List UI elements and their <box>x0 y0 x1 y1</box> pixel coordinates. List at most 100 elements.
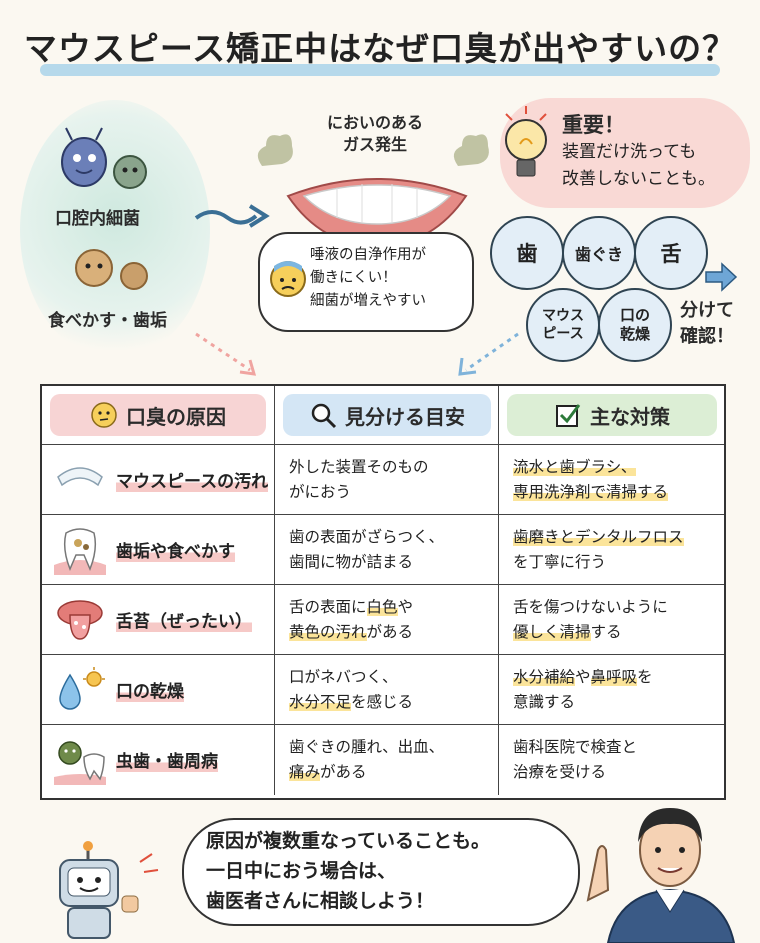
tongue-icon <box>57 600 103 640</box>
cell-text-segment: 舌の表面に <box>289 598 367 616</box>
cell-text-segment: や <box>575 668 591 686</box>
germ-tooth-icon <box>54 741 106 785</box>
fix-text: 歯磨きとデンタルフロスを丁寧に行う <box>513 525 684 575</box>
cell-text-segment: を <box>637 668 653 686</box>
bacteria-label: 口腔内細菌 <box>55 209 140 229</box>
cell-text-segment: する <box>590 623 622 641</box>
highlighted-text: 流水と歯ブラシ、 <box>513 458 637 476</box>
advice-line-3: 歯医者さんに相談しよう！ <box>206 890 435 912</box>
cell-line: 外した装置そのもの <box>289 455 429 480</box>
cause-label: 口の乾燥 <box>116 677 184 702</box>
cell-line: 優しく清掃する <box>513 620 668 645</box>
cause-label: マウスピースの汚れ <box>116 467 269 492</box>
cell-line: 歯科医院で検査と <box>513 735 637 760</box>
fix-text: 歯科医院で検査と治療を受ける <box>513 735 637 785</box>
cell-text-segment: や <box>397 598 414 616</box>
highlighted-text: 黄色の汚れ <box>289 623 367 641</box>
header-fix-label: 主な対策 <box>590 404 670 429</box>
advice-line-1: 原因が複数重なっていることも。 <box>206 830 491 852</box>
gas-label-2: ガス発生 <box>342 135 407 154</box>
table-row: 歯垢や食べかす 歯の表面がざらつく、歯間に物が詰まる 歯磨きとデンタルフロスを丁… <box>42 514 724 585</box>
left-blob <box>20 100 210 360</box>
saliva-line-1: 唾液の自浄作用が <box>310 247 426 263</box>
dotted-arrow-left <box>195 332 257 376</box>
cause-label: 舌苔（ぜったい） <box>116 607 252 632</box>
cell-line: 舌の表面に白色や <box>289 595 413 620</box>
check-circle-mouthpiece: マウス ピース <box>526 288 600 362</box>
advice-line-2: 一日中におう場合は、 <box>206 860 397 882</box>
cell-text-segment: を丁寧に行う <box>513 553 607 571</box>
checkbox-icon <box>556 404 581 427</box>
debris-label: 食べかす・歯垢 <box>48 311 167 331</box>
cell-line: 水分不足を感じる <box>289 690 413 715</box>
robot-icon <box>59 841 159 939</box>
table-row: マウスピースの汚れ 外した装置そのものがにおう 流水と歯ブラシ、専用洗浄剤で清掃… <box>42 444 724 515</box>
cell-line: 歯ぐきの腫れ、出血、 <box>289 735 444 760</box>
thinking-face-icon <box>91 402 117 428</box>
sign-text: 歯ぐきの腫れ、出血、痛みがある <box>289 735 444 785</box>
check-circle-dry-mouth: 口の 乾燥 <box>598 288 672 362</box>
cell-text-segment: 治療を受ける <box>513 763 607 781</box>
cell-text-segment: 外した装置そのもの <box>289 458 429 476</box>
highlighted-text: 専用洗浄剤で清掃する <box>513 483 669 501</box>
check-label-2: 確認！ <box>680 326 734 347</box>
cell-line: 意識する <box>513 690 653 715</box>
gas-label-1: においのある <box>326 113 423 132</box>
cell-line: 舌を傷つけないように <box>513 595 668 620</box>
cell-line: 治療を受ける <box>513 760 637 785</box>
fix-text: 水分補給や鼻呼吸を意識する <box>513 665 653 715</box>
cell-text-segment: を感じる <box>351 693 414 711</box>
cause-label: 虫歯・歯周病 <box>116 747 218 772</box>
sign-text: 舌の表面に白色や黄色の汚れがある <box>289 595 413 645</box>
highlighted-text: 優しく清掃 <box>513 623 591 641</box>
cell-text-segment: がある <box>366 623 414 641</box>
cause-table: 口臭の原因 見分ける目安 主な対策 マウスピースの汚れ 外した装置そのものがにお… <box>40 384 726 800</box>
arrow-right-icon-2 <box>705 262 738 292</box>
highlighted-text: 白色 <box>366 598 398 616</box>
header-sign: 見分ける目安 <box>274 386 499 444</box>
title-underline <box>40 64 720 76</box>
magnifier-icon <box>311 403 337 429</box>
warning-line-1: 装置だけ洗っても <box>562 142 697 162</box>
check-circle-tongue: 舌 <box>634 216 708 290</box>
tooth-icon <box>54 528 106 575</box>
header-sign-label: 見分ける目安 <box>345 404 465 429</box>
mouth-icon <box>286 178 468 248</box>
header-cause: 口臭の原因 <box>42 386 274 444</box>
highlighted-text: 鼻呼吸 <box>590 668 638 686</box>
cell-text-segment: 歯間に物が詰まる <box>289 553 414 571</box>
cell-text-segment: 歯ぐきの腫れ、出血、 <box>289 738 445 756</box>
cell-line: 流水と歯ブラシ、 <box>513 455 668 480</box>
highlighted-text: 歯磨きとデンタルフロス <box>513 528 684 546</box>
cell-text-segment: がにおう <box>289 483 352 501</box>
advice-bubble <box>182 818 580 926</box>
cell-text-segment: 意識する <box>513 693 576 711</box>
cell-line: を丁寧に行う <box>513 550 684 575</box>
check-circle-teeth: 歯 <box>490 216 564 290</box>
saliva-line-3: 細菌が増えやすい <box>310 293 426 309</box>
highlighted-text: 水分補給 <box>513 668 576 686</box>
dentist-icon <box>586 808 736 943</box>
sign-text: 外した装置そのものがにおう <box>289 455 429 505</box>
cell-text-segment: 歯科医院で検査と <box>513 738 638 756</box>
cell-text-segment: 歯の表面がざらつく、 <box>289 528 445 546</box>
cell-line: 歯の表面がざらつく、 <box>289 525 444 550</box>
cell-line: 痛みがある <box>289 760 444 785</box>
cell-text-segment: がある <box>320 763 367 781</box>
droplet-sun-icon <box>59 667 105 710</box>
arrow-right-icon <box>194 204 270 228</box>
cause-label: 歯垢や食べかす <box>116 537 235 562</box>
table-row: 舌苔（ぜったい） 舌の表面に白色や黄色の汚れがある 舌を傷つけないように優しく清… <box>42 584 724 655</box>
gas-cloud-icon <box>257 134 293 166</box>
aligner-icon <box>57 467 103 487</box>
table-row: 口の乾燥 口がネバつく、水分不足を感じる 水分補給や鼻呼吸を意識する <box>42 654 724 725</box>
fix-text: 流水と歯ブラシ、専用洗浄剤で清掃する <box>513 455 669 505</box>
gas-cloud-icon-2 <box>453 134 489 166</box>
sign-text: 口がネバつく、水分不足を感じる <box>289 665 413 715</box>
saliva-line-2: 働きにくい！ <box>310 270 397 286</box>
bacteria-icon <box>61 127 147 189</box>
worried-face-icon <box>270 261 306 297</box>
dotted-arrow-right <box>458 332 519 376</box>
highlighted-text: 水分不足 <box>289 693 352 711</box>
page-title: マウスピース矯正中はなぜ口臭が出やすいの？ <box>23 29 737 68</box>
